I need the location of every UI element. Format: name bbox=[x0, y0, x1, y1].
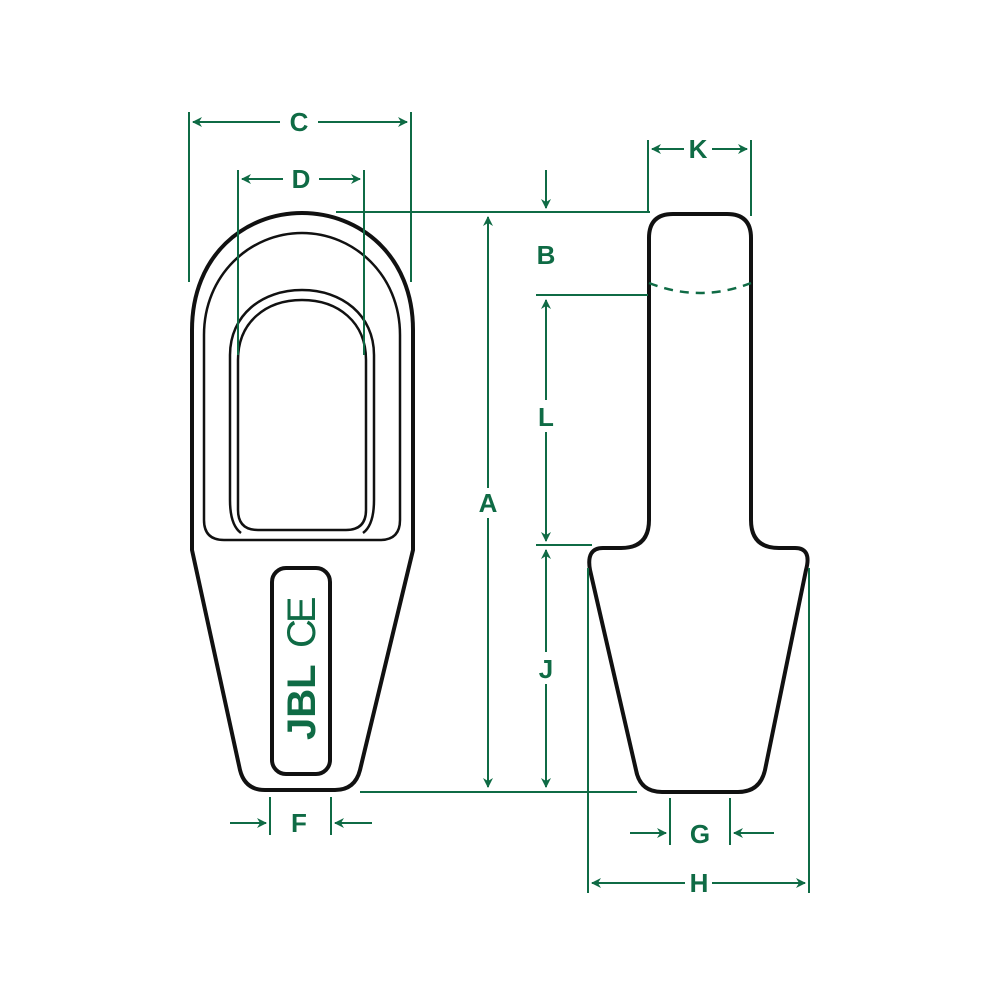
ce-mark: CE bbox=[280, 598, 324, 648]
dim-label-g: G bbox=[690, 819, 710, 849]
dim-label-h: H bbox=[690, 868, 709, 898]
eye-opening-outer bbox=[228, 288, 376, 535]
brand-mark: JBL bbox=[280, 664, 324, 740]
dim-label-a: A bbox=[479, 488, 498, 518]
side-outline bbox=[587, 212, 810, 794]
marking-plate bbox=[270, 566, 332, 776]
dim-label-f: F bbox=[291, 808, 307, 838]
dim-label-b: B bbox=[537, 240, 556, 270]
eye-rim-outer bbox=[202, 231, 402, 542]
dim-label-k: K bbox=[689, 134, 708, 164]
dim-label-j: J bbox=[539, 654, 553, 684]
dim-label-d: D bbox=[292, 164, 311, 194]
dim-label-c: C bbox=[290, 107, 309, 137]
side-view bbox=[587, 212, 810, 794]
dimension-lines bbox=[188, 112, 810, 893]
eye-opening-inner bbox=[236, 298, 368, 532]
dim-label-l: L bbox=[538, 402, 554, 432]
marking-text: JBL CE bbox=[280, 598, 324, 740]
spelter-line-dashed bbox=[648, 281, 752, 295]
